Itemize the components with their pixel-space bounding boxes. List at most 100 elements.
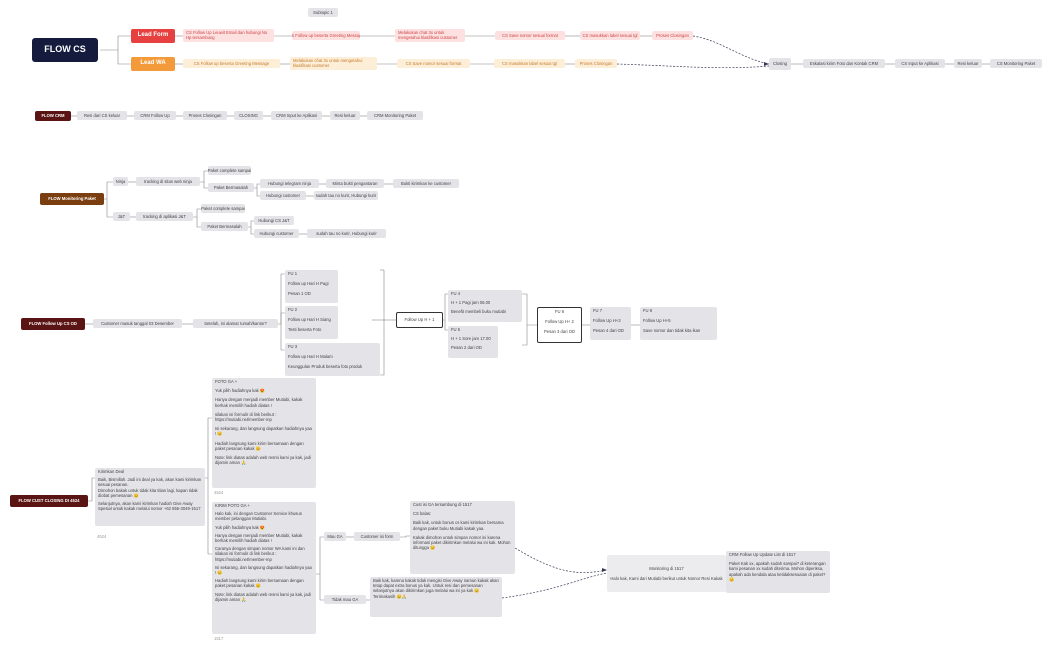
flow-followup-root[interactable]: FLOW Follow Up CS OD	[21, 318, 85, 330]
jnt-complete-node[interactable]: Paket complete sampai	[201, 204, 245, 213]
subtopic-node[interactable]: Subtopic 1	[308, 8, 338, 17]
cust-isi-line2: Baik kak, untuk bonus cs kami kirimkan b…	[413, 520, 504, 531]
kirim-foto-title: KIRIM FOTO GA +	[215, 503, 250, 508]
fu4-node[interactable]: FU 4 H + 1 Pagi jam 06.00 Benefit membel…	[448, 290, 522, 322]
kirim-foto-line3: Hanya dengan menjadi member Mutiabi, kak…	[215, 532, 303, 544]
ninja-kurir-node[interactable]: sudah tau no kurir, Hubungi kurir	[314, 191, 378, 200]
jnt-node[interactable]: J&T	[113, 212, 130, 221]
form-step-3[interactable]: Melakukan chat 3x untuk mengetahui klasi…	[395, 29, 465, 42]
flow-closing-root[interactable]: FLOW CUST CLOSING DI 4524	[10, 495, 88, 507]
kirim-foto-line1: Halo kak, ini dengan Customer Service kh…	[215, 511, 302, 522]
fu3-title: FU 3	[288, 344, 298, 349]
fu2-node[interactable]: FU 2 Follow up Hari H Siang Testi besert…	[285, 306, 338, 339]
monitoring-title: Monitoring di 1517	[649, 566, 684, 572]
fu1-node[interactable]: FU 1 Follow up Hari H Pagi Pesan 1 OD	[285, 270, 338, 303]
cust-isi-ga-node[interactable]: Cust isi GA tersambung di 1517 CS balas:…	[410, 501, 515, 574]
fu4-line2: Benefit membeli buku mutiabi	[451, 309, 506, 315]
tidak-mau-ga-node[interactable]: Tidak mau GA	[324, 595, 366, 604]
tidak-mau-line2: Terimakasih 😊🙏	[373, 593, 407, 599]
ninja-node[interactable]: Ninja	[113, 177, 128, 186]
form-step-2[interactable]: CS Follow up beserta Greeting Message	[292, 31, 360, 40]
form-step-5[interactable]: CS masukkan label sesuai tgl	[580, 31, 640, 40]
customer-masuk-node[interactable]: Customer masuk tanggal 03 Desember	[93, 319, 182, 328]
jnt-kurir-node[interactable]: sudah tau no kurir, Hubungi kurir	[307, 229, 386, 238]
wa-step-3[interactable]: CS Save nomor sesuai format	[397, 59, 470, 68]
fu7-line2: Pesan 4 dari OD	[593, 328, 624, 334]
wa-step-5[interactable]: Proses Closingan	[575, 59, 617, 68]
wa-step-2[interactable]: Melakukan chat 3x untuk mengetahui klasi…	[290, 57, 377, 70]
crm-step-4[interactable]: CLOSING	[234, 111, 263, 120]
fu1-title: FU 1	[288, 271, 298, 276]
flow-monitoring-root[interactable]: FLOW Monitoring Paket	[40, 193, 104, 205]
form-step-6[interactable]: Proses Closingan	[652, 31, 693, 40]
fu4-title: FU 4	[451, 291, 461, 296]
kirim-foto-line4: Caranya dengan simpan nomor WA kami ini …	[215, 546, 305, 562]
fu5-line1: H + 1 Sore jam 17.00	[451, 336, 491, 342]
ninja-complete-node[interactable]: Paket complete sampai	[208, 166, 251, 175]
mau-ga-node[interactable]: Mau GA	[324, 532, 346, 541]
fu6-line1: Follow Up H+ 2	[545, 319, 574, 325]
foto-ga-caption: 4524	[214, 490, 224, 495]
lead-form-node[interactable]: Lead Form	[131, 29, 175, 43]
cust-isi-line3: Kakak dimohon untuk simpan nomor ini kar…	[413, 534, 511, 551]
form-step-1[interactable]: CS Follow Up Leuwit Email dan hubungi No…	[183, 29, 274, 42]
closing-node[interactable]: Closing	[769, 58, 791, 70]
ninja-kirim-node[interactable]: Bukti kirimkan ke customer	[393, 179, 459, 188]
crm-update-node[interactable]: CRM Follow Up Update List di 1517 Paket …	[726, 551, 830, 593]
fu5-node[interactable]: FU 5 H + 1 Sore jam 17.00 Pesan 2 dari O…	[448, 326, 498, 358]
ninja-telegram-node[interactable]: Hubungi telegram ninja	[260, 179, 319, 188]
fu7-node[interactable]: FU 7 Follow Up H+3 Pesan 4 dari OD	[590, 307, 631, 340]
cs-monitoring-node[interactable]: CS Monitoring Paket	[990, 59, 1042, 68]
monitoring-1517-node[interactable]: Monitoring di 1517 Halo kak, Kami dari M…	[607, 555, 726, 592]
wa-step-1[interactable]: CS Follow up beserta Greeting Message	[183, 59, 280, 68]
crm-step-1[interactable]: Resi dari CS keluar	[77, 111, 127, 120]
customer-isi-form-node[interactable]: Customer isi form	[354, 532, 400, 541]
follow-up-h1-node[interactable]: Follow Up H + 1	[396, 312, 443, 328]
crm-step-7[interactable]: CRM Monitoring Paket	[367, 111, 423, 120]
cust-isi-title: Cust isi GA tersambung di 1517	[413, 502, 472, 507]
form-step-4[interactable]: CS Save nomor sesuai format	[495, 31, 565, 40]
resi-keluar-node[interactable]: Resi keluar	[954, 59, 982, 68]
foto-ga-node[interactable]: FOTO GA + Yuk pilih hadiahnya kak 😍 Hany…	[212, 378, 316, 488]
tidak-mau-message-node[interactable]: Baik kak, karena kakak tidak mengisi Giv…	[370, 577, 502, 617]
wa-step-4[interactable]: CS masukkan label sesuai tgl	[494, 59, 565, 68]
kirimkan-deal-node[interactable]: Kirimkan Deal Baik, Bismillah. Jadi ini …	[95, 468, 205, 526]
crm-step-2[interactable]: CRM Follow Up	[134, 111, 176, 120]
closing-arrowheads	[602, 62, 769, 572]
flow-crm-root[interactable]: FLOW CRM	[35, 111, 71, 121]
crm-step-3[interactable]: Proses Closingan	[183, 111, 227, 120]
fu3-line2: Keunggulan Produk beserta foto produk	[288, 364, 363, 370]
kirim-foto-line5: Isi sekarang, dan langsung dapatkan hadi…	[215, 564, 312, 576]
crm-step-6[interactable]: Resi keluar	[330, 111, 360, 120]
fu3-line1: Follow up Hari H Malam	[288, 354, 333, 360]
fu3-node[interactable]: FU 3 Follow up Hari H Malam Keunggulan P…	[285, 343, 380, 376]
fu8-node[interactable]: FU 8 Follow Up H+5 Save nomor dan tidak …	[640, 307, 717, 340]
fu7-line1: Follow Up H+3	[593, 318, 621, 324]
fu6-node[interactable]: FU 6 Follow Up H+ 2 Pesan 3 dari OD	[537, 307, 582, 343]
kirimkan-title: Kirimkan Deal	[98, 469, 125, 474]
crm-step-5[interactable]: CRM Input ke Aplikasi	[271, 111, 322, 120]
eskalasi-node[interactable]: Eskalasi kirim Foto dan Kontak CRM	[803, 59, 885, 68]
lead-wa-node[interactable]: Lead WA	[131, 57, 175, 71]
ninja-track-node[interactable]: tracking di situs web ninja	[136, 177, 200, 186]
ninja-problem-node[interactable]: Paket Bermasalah	[208, 183, 254, 192]
ninja-customer-node[interactable]: Hubungi customer	[260, 191, 306, 200]
ninja-bukti-node[interactable]: Minta bukti pengantaran	[326, 179, 384, 188]
jnt-track-node[interactable]: tracking di aplikasi J&T	[136, 212, 193, 221]
fu1-line1: Follow up Hari H Pagi	[288, 281, 329, 287]
monitoring-line1: Halo kak, Kami dari Mutiabi berikut untu…	[610, 575, 723, 581]
kirim-foto-caption: 1517	[214, 636, 224, 641]
jnt-problem-node[interactable]: Paket Bermasalah	[201, 222, 248, 231]
fu5-line2: Pesan 2 dari OD	[451, 345, 482, 351]
fu6-title: FU 6	[554, 309, 565, 314]
flow-cs-root[interactable]: FLOW CS	[32, 38, 98, 62]
jnt-customer-node[interactable]: Hubungi customer	[254, 229, 299, 238]
ask-address-node[interactable]: Setelah, ini alamat rumah/kantor?	[193, 319, 278, 328]
kirimkan-caption: 4524	[97, 534, 107, 539]
foto-ga-line3: silakan isi formulir di link berikut : h…	[215, 411, 277, 423]
kirim-foto-ga-node[interactable]: KIRIM FOTO GA + Halo kak, ini dengan Cus…	[212, 502, 316, 634]
cust-isi-line1: CS balas:	[413, 511, 432, 517]
cs-input-node[interactable]: CS Input ke Aplikasi	[895, 59, 945, 68]
jnt-cs-node[interactable]: Hubungi CS J&T	[254, 216, 294, 225]
